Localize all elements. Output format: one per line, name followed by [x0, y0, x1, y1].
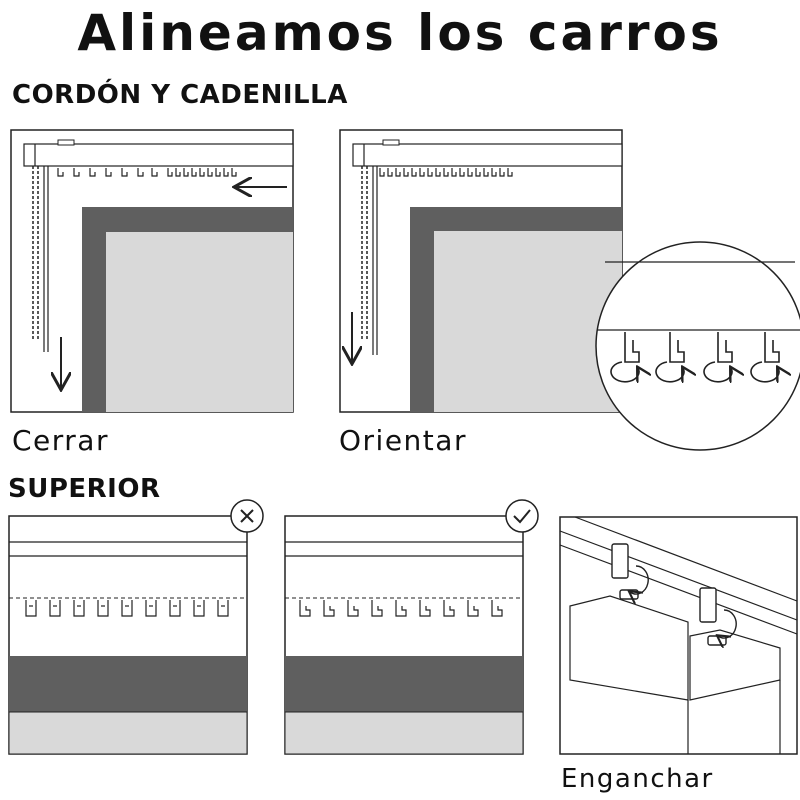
cross-icon: [240, 509, 254, 523]
section-heading-cord-chain: CORDÓN Y CADENILLA: [12, 80, 348, 110]
correct-carriers: [299, 600, 503, 617]
close-panel: [10, 129, 294, 413]
caption-hook: Enganchar: [561, 764, 714, 794]
page-title: Alineamos los carros: [77, 4, 723, 62]
close-carriers: [57, 168, 237, 177]
orient-panel: [339, 129, 623, 413]
hook-panel: [559, 516, 798, 755]
section-heading-top: SUPERIOR: [8, 474, 161, 504]
wrong-carriers: [25, 600, 229, 617]
zoom-circle: [595, 241, 800, 451]
top-correct-panel: [284, 499, 539, 755]
top-wrong-panel: [8, 499, 264, 755]
caption-close: Cerrar: [12, 424, 109, 457]
zoom-carriers: [610, 332, 779, 382]
orient-carriers: [379, 168, 513, 177]
caption-orient: Orientar: [339, 424, 467, 457]
check-icon: [513, 509, 531, 524]
